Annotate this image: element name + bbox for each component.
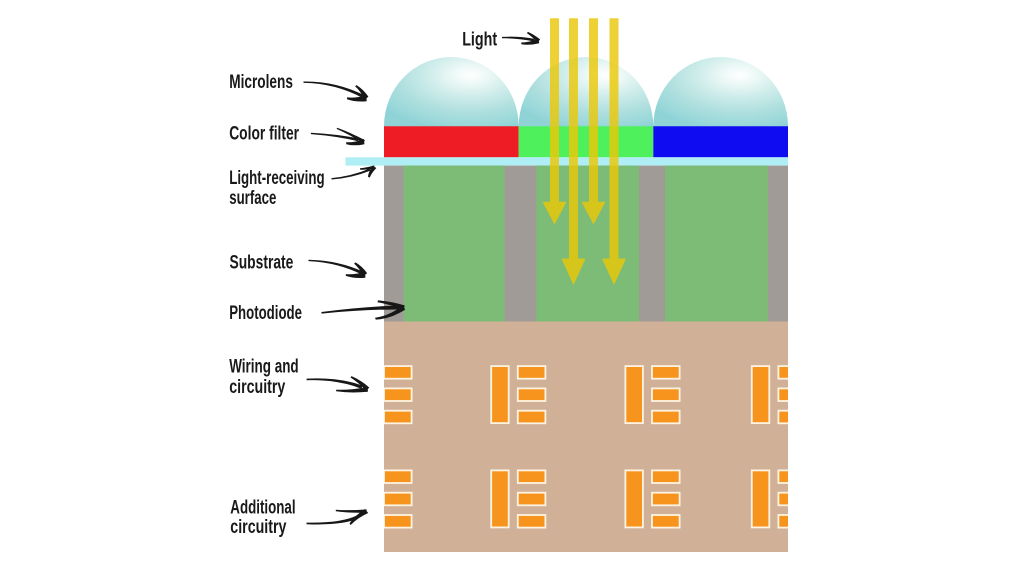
svg-text:Microlens: Microlens (229, 71, 293, 93)
svg-text:Wiring and: Wiring and (229, 355, 298, 377)
svg-text:Photodiode: Photodiode (229, 302, 302, 324)
svg-text:circuitry: circuitry (230, 516, 287, 538)
svg-text:circuitry: circuitry (229, 376, 286, 398)
svg-text:surface: surface (229, 186, 276, 208)
svg-text:Color filter: Color filter (229, 122, 299, 144)
svg-text:Additional: Additional (230, 496, 295, 518)
svg-text:Substrate: Substrate (230, 251, 294, 273)
svg-text:Light: Light (462, 28, 497, 50)
svg-text:Light-receiving: Light-receiving (229, 166, 324, 188)
